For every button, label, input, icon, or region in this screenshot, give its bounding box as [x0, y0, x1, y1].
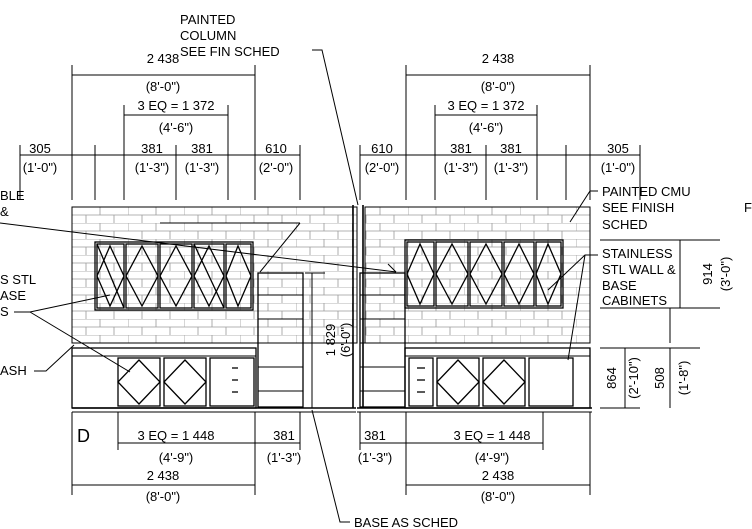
- right-cut-note: F: [744, 200, 752, 215]
- dim-top-right-overall-mm: 2 438: [482, 51, 515, 66]
- dim-1829-ft: (6'-0"): [338, 323, 353, 358]
- left-cut-3: ASH: [0, 363, 27, 378]
- left-cut-2c: S: [0, 304, 9, 319]
- dim-top-right-305-mm: 305: [607, 141, 629, 156]
- stainless-line-1: STAINLESS: [602, 246, 673, 261]
- dim-top-right-381a-ft: (1'-3"): [444, 160, 479, 175]
- stainless-line-4: CABINETS: [602, 293, 667, 308]
- dim-top-right-eq-mm: 3 EQ = 1 372: [448, 98, 525, 113]
- dim-top-left-381a-ft: (1'-3"): [135, 160, 170, 175]
- dim-top-left-305-mm: 305: [29, 141, 51, 156]
- dim-top-right-610-mm: 610: [371, 141, 393, 156]
- top-left-dimensions: [19, 65, 301, 200]
- left-cmu-wall: [71, 206, 358, 344]
- dim-bot-right-381-mm: 381: [364, 428, 386, 443]
- dim-top-left-610-mm: 610: [265, 141, 287, 156]
- dim-bot-left-overall-ft: (8'-0"): [146, 489, 181, 504]
- dim-508-mm: 508: [652, 367, 667, 389]
- painted-column-note: PAINTED COLUMN SEE FIN SCHED: [180, 12, 359, 206]
- dim-top-left-381a-mm: 381: [141, 141, 163, 156]
- left-cut-2b: ASE: [0, 288, 26, 303]
- dim-bot-right-eq-mm: 3 EQ = 1 448: [454, 428, 531, 443]
- dim-top-right-610-ft: (2'-0"): [365, 160, 400, 175]
- painted-column-line-1: PAINTED: [180, 12, 235, 27]
- left-cut-2a: S STL: [0, 272, 36, 287]
- dim-bot-left-eq-mm: 3 EQ = 1 448: [138, 428, 215, 443]
- dim-top-left-610-ft: (2'-0"): [259, 160, 294, 175]
- painted-cmu-line-3: SCHED: [602, 217, 648, 232]
- dim-864-ft: (2'-10"): [626, 357, 641, 399]
- dim-top-left-eq-mm: 3 EQ = 1 372: [138, 98, 215, 113]
- base-as-sched-label: BASE AS SCHED: [354, 515, 458, 529]
- dim-top-left-381b-mm: 381: [191, 141, 213, 156]
- left-base-cabinets: [71, 347, 257, 409]
- dim-864-mm: 864: [604, 367, 619, 389]
- dim-bot-right-overall-mm: 2 438: [482, 468, 515, 483]
- stainless-line-2: STL WALL &: [602, 262, 676, 277]
- dim-top-left-overall-mm: 2 438: [147, 51, 180, 66]
- dim-914-mm: 914: [700, 263, 715, 285]
- dim-top-left-381b-ft: (1'-3"): [185, 160, 220, 175]
- right-cmu-wall: [364, 206, 591, 344]
- dim-bot-right-eq-ft: (4'-9"): [475, 450, 510, 465]
- stainless-line-3: BASE: [602, 278, 637, 293]
- bottom-dimensions: [71, 412, 591, 495]
- painted-column-line-2: COLUMN: [180, 28, 236, 43]
- dim-1829-mm: 1 829: [323, 324, 338, 357]
- dim-bot-left-overall-mm: 2 438: [147, 468, 180, 483]
- base-as-sched-note: BASE AS SCHED: [311, 409, 458, 529]
- left-cut-1a: BLE: [0, 188, 25, 203]
- top-right-dimensions: [359, 65, 641, 200]
- left-cut-notes: BLE & S STL ASE S ASH: [0, 188, 397, 378]
- dim-bot-right-381-ft: (1'-3"): [358, 450, 393, 465]
- dim-bot-left-381-mm: 381: [273, 428, 295, 443]
- painted-cmu-line-2: SEE FINISH: [602, 200, 674, 215]
- dim-top-right-overall-ft: (8'-0"): [481, 79, 516, 94]
- dim-top-left-eq-ft: (4'-6"): [159, 120, 194, 135]
- right-tall-cabinet: [359, 272, 406, 408]
- dim-top-right-305-ft: (1'-0"): [601, 160, 636, 175]
- painted-column: [352, 205, 364, 408]
- dim-top-left-overall-ft: (8'-0"): [146, 79, 181, 94]
- painted-column-line-3: SEE FIN SCHED: [180, 44, 280, 59]
- left-tall-cabinet: [257, 272, 304, 408]
- section-mark: D: [77, 426, 90, 446]
- left-cut-1b: &: [0, 204, 9, 219]
- left-wall-cabinets: [94, 241, 254, 311]
- right-base-cabinets: [404, 347, 591, 409]
- dim-top-right-381b-mm: 381: [500, 141, 522, 156]
- dim-bot-left-eq-ft: (4'-9"): [159, 450, 194, 465]
- dim-508-ft: (1'-8"): [676, 361, 691, 396]
- vertical-dimensions: [305, 239, 720, 409]
- dim-top-right-381b-ft: (1'-3"): [494, 160, 529, 175]
- painted-cmu-note: PAINTED CMU SEE FINISH SCHED: [569, 184, 691, 232]
- dim-bot-left-381-ft: (1'-3"): [267, 450, 302, 465]
- dim-top-right-381a-mm: 381: [450, 141, 472, 156]
- painted-cmu-line-1: PAINTED CMU: [602, 184, 691, 199]
- dim-bot-right-overall-ft: (8'-0"): [481, 489, 516, 504]
- dim-914-ft: (3'-0"): [718, 257, 733, 292]
- dim-top-right-eq-ft: (4'-6"): [469, 120, 504, 135]
- dim-top-left-305-ft: (1'-0"): [23, 160, 58, 175]
- stainless-note: STAINLESS STL WALL & BASE CABINETS: [547, 246, 676, 361]
